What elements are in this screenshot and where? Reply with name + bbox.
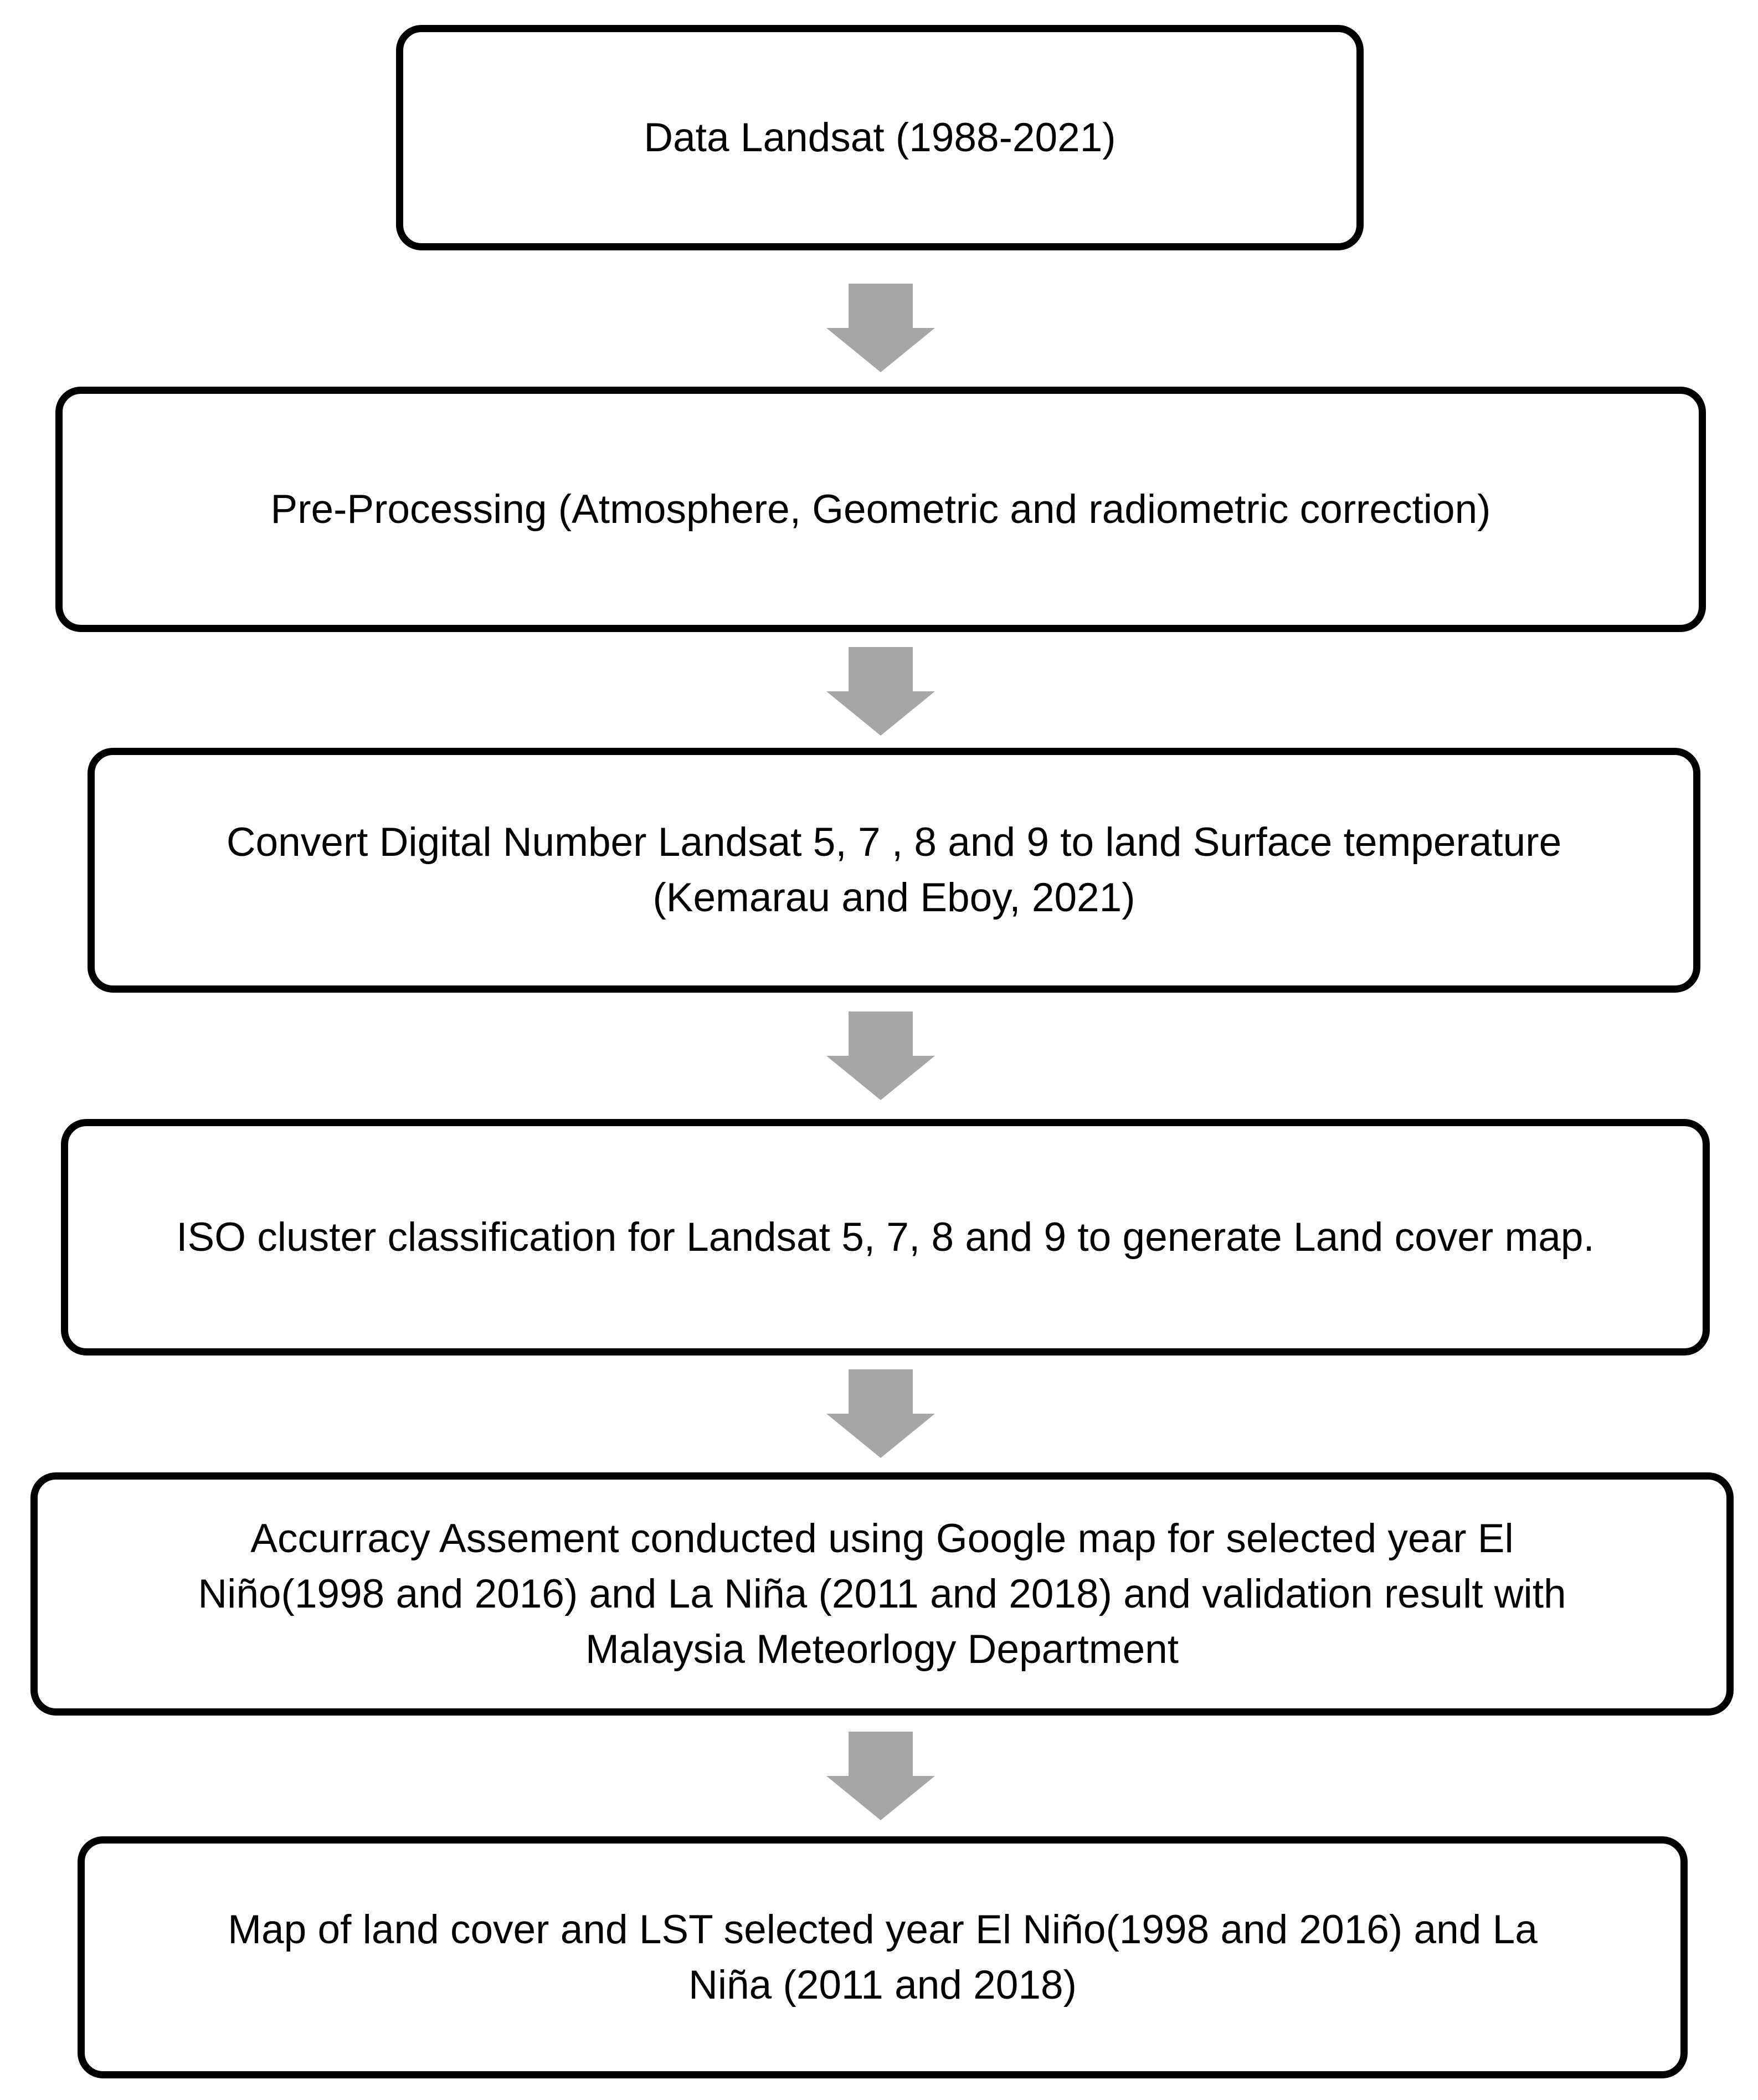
- box-text-line: (Kemarau and Eboy, 2021): [652, 875, 1135, 920]
- box-text-line: Accurracy Assement conducted using Googl…: [250, 1516, 1514, 1561]
- down-arrow-shape: [826, 1732, 935, 1820]
- flow-box-convert-digital-number: Convert Digital Number Landsat 5, 7 , 8 …: [88, 748, 1700, 993]
- down-arrow-shape: [826, 647, 935, 736]
- down-arrow-shape: [826, 1369, 935, 1458]
- down-arrow-shape: [826, 284, 935, 372]
- flow-box-pre-processing: Pre-Processing (Atmosphere, Geometric an…: [55, 387, 1706, 632]
- flow-box-data-landsat: Data Landsat (1988-2021): [396, 25, 1364, 250]
- box-text-line: Malaysia Meteorlogy Department: [585, 1626, 1179, 1672]
- box-text-line: Map of land cover and LST selected year …: [228, 1907, 1538, 1952]
- down-arrow-icon: [826, 1369, 935, 1458]
- box-text-line: ISO cluster classification for Landsat 5…: [176, 1214, 1595, 1260]
- down-arrow-icon: [826, 284, 935, 372]
- down-arrow-icon: [826, 1012, 935, 1100]
- down-arrow-shape: [826, 1012, 935, 1100]
- flow-box-map-land-cover-lst: Map of land cover and LST selected year …: [78, 1836, 1688, 2078]
- flow-box-iso-cluster-classification: ISO cluster classification for Landsat 5…: [61, 1119, 1710, 1355]
- down-arrow-icon: [826, 647, 935, 736]
- box-text-line: Pre-Processing (Atmosphere, Geometric an…: [270, 486, 1491, 532]
- box-text-line: Convert Digital Number Landsat 5, 7 , 8 …: [226, 820, 1562, 865]
- box-text-line: Niño(1998 and 2016) and La Niña (2011 an…: [198, 1571, 1566, 1616]
- flow-box-accuracy-assessment: Accurracy Assement conducted using Googl…: [30, 1472, 1734, 1716]
- down-arrow-icon: [826, 1732, 935, 1820]
- box-text-line: Data Landsat (1988-2021): [644, 115, 1116, 160]
- box-text-line: Niña (2011 and 2018): [688, 1962, 1077, 2007]
